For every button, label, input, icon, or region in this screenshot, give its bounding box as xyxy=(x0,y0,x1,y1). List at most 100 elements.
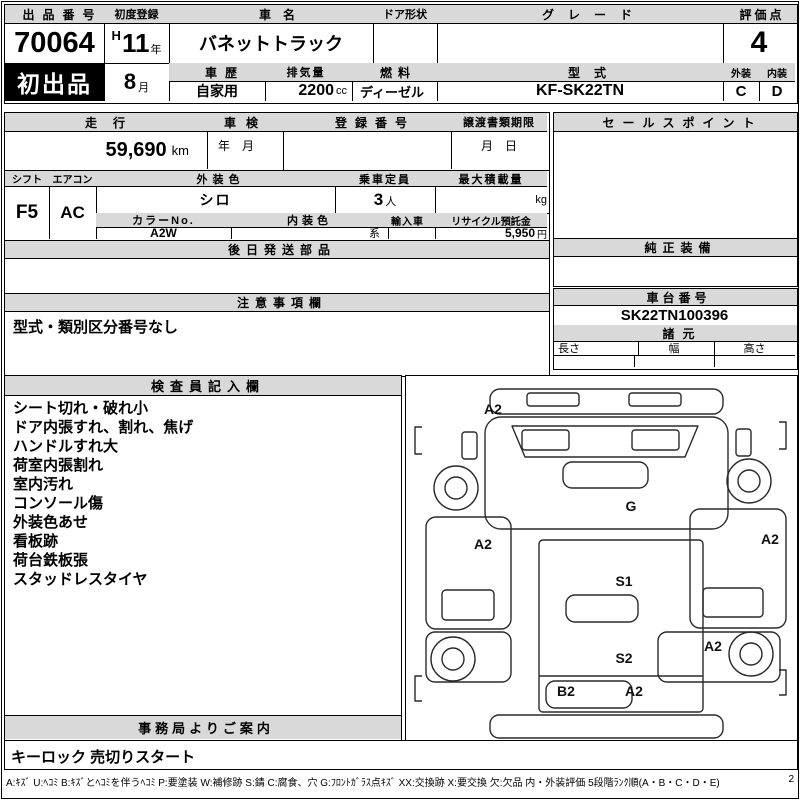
shift-value: F5 xyxy=(5,186,50,239)
capacity-label: 乗車定員 xyxy=(335,171,436,187)
damage-mark-front: A2 xyxy=(484,401,502,417)
deadline-label: 譲渡書類期限 xyxy=(451,113,547,132)
damage-mark-right-side: A2 xyxy=(761,531,779,547)
year-suffix: 年 xyxy=(150,44,162,56)
salespoint-content xyxy=(554,131,795,237)
displacement-value: 2200 cc xyxy=(265,81,353,101)
inspector-item: ハンドルすれ大 xyxy=(13,438,119,455)
later-parts-content xyxy=(5,258,547,292)
mileage-value: 59,690 km xyxy=(5,131,208,169)
displacement-label: 排気量 xyxy=(265,63,348,82)
first-reg-label: 初度登録 xyxy=(104,5,170,24)
inspector-section: 検査員記入欄 シート切れ・破れ小 ドア内張すれ、割れ、焦げ ハンドルすれ大 荷室… xyxy=(4,375,402,717)
aircon-label: エアコン xyxy=(49,171,97,187)
exterior-label: 外装 xyxy=(723,63,760,82)
recycle-label: リサイクル預託金 xyxy=(435,213,547,228)
office-section: 事務局よりご案内 xyxy=(4,715,402,742)
damage-mark-windshield: G xyxy=(625,498,637,514)
fuel-value: ディーゼル xyxy=(347,81,438,101)
later-parts-title: 後日発送部品 xyxy=(5,241,549,259)
spec-section: シフト エアコン 外装色 乗車定員 最大積載量 F5 AC シロ 3 人 kg … xyxy=(4,170,550,242)
era-code: H xyxy=(111,28,121,43)
footer-legend-row: A:ｷｽﾞ U:ﾍｺﾐ B:ｷｽﾞとﾍｺﾐを伴うﾍｺﾐ P:要塗装 W:補修跡 … xyxy=(6,774,794,789)
fuel-label: 燃料 xyxy=(347,63,444,82)
door-shape-label: ドア形状 xyxy=(373,5,438,24)
ext-color-value: シロ xyxy=(96,186,336,214)
regno-value xyxy=(283,131,452,169)
displacement-number: 2200 xyxy=(298,82,334,99)
office-content: キーロック 売切りスタート xyxy=(11,749,196,766)
inspector-item: スタッドレスタイヤ xyxy=(13,571,148,588)
capacity-unit: 人 xyxy=(385,196,397,208)
width-label: 幅 xyxy=(634,341,715,356)
model-value: KF-SK22TN xyxy=(437,81,724,101)
interior-value: D xyxy=(771,82,783,100)
shift-label: シフト xyxy=(5,171,50,187)
first-reg-year: H 11 年 xyxy=(104,23,170,64)
truck-top-view-diagram xyxy=(414,388,787,739)
office-title: 事務局よりご案内 xyxy=(5,716,401,739)
salespoint-label: セールスポイント xyxy=(554,113,797,132)
deadline-value: 月 日 xyxy=(480,139,517,153)
chassis-title: 車台番号 xyxy=(554,289,797,306)
chassis-section: 車台番号 SK22TN100396 諸元 長さ 幅 高さ xyxy=(553,288,798,370)
car-name: バネットトラック xyxy=(169,23,374,64)
inspector-items: シート切れ・破れ小 ドア内張すれ、割れ、焦げ ハンドルすれ大 荷室内張割れ 室内… xyxy=(13,399,193,589)
reg-month: 8 xyxy=(123,69,137,94)
shaken-label: 車検 xyxy=(189,113,294,132)
car-name-label: 車名 xyxy=(169,5,386,24)
capacity-value: 3 人 xyxy=(335,186,436,214)
notes-content: 型式・類別区分番号なし xyxy=(13,319,179,336)
color-no-label: カラーNo. xyxy=(96,213,232,228)
int-color-value: 系 xyxy=(231,227,389,239)
color-no-value: A2W xyxy=(96,227,232,239)
displacement-unit: cc xyxy=(336,85,347,97)
chassis-value: SK22TN100396 xyxy=(554,305,795,326)
recycle-unit: 円 xyxy=(537,229,547,240)
notes-title: 注意事項欄 xyxy=(5,294,549,312)
inspector-item: 荷台鉄板張 xyxy=(13,552,89,569)
aircon-value: AC xyxy=(49,186,97,239)
damage-mark-tailgate-a2: A2 xyxy=(625,683,643,699)
first-reg-month: 8 月 xyxy=(104,63,170,101)
reg-year: 11 xyxy=(121,27,150,58)
damage-mark-right-rear: A2 xyxy=(704,638,722,654)
grade-label: グレード xyxy=(437,5,738,24)
later-parts-section: 後日発送部品 xyxy=(4,240,550,295)
inspector-item: シート切れ・破れ小 xyxy=(13,400,149,417)
inspector-item: 荷室内張割れ xyxy=(13,457,104,474)
import-label: 輸入車 xyxy=(380,213,436,228)
max-load-value: kg xyxy=(435,186,549,214)
inspector-item: ドア内張すれ、割れ、焦げ xyxy=(13,419,194,436)
diagram-section: A2 G A2 A2 S1 S2 A2 B2 A2 xyxy=(405,375,798,742)
history-value: 自家用 xyxy=(169,81,266,101)
score-label: 評価点 xyxy=(723,5,797,24)
ext-color-label: 外装色 xyxy=(96,171,341,187)
salespoint-section: セールスポイント xyxy=(553,112,798,240)
page-number: 2 xyxy=(788,774,794,785)
model-label: 型式 xyxy=(437,63,738,82)
mileage-unit: km xyxy=(171,142,189,158)
mileage-label: 走行 xyxy=(5,113,206,132)
mileage-section: 走行 車検 登録番号 譲渡書類期限 59,690 km 年 月 月 日 xyxy=(4,112,550,172)
mileage-number: 59,690 xyxy=(105,138,167,161)
inspector-item: 外装色あせ xyxy=(13,514,89,531)
damage-mark-left-side: A2 xyxy=(474,536,492,552)
height-label: 高さ xyxy=(714,341,795,356)
inspector-item: 看板跡 xyxy=(13,533,59,550)
first-exhibit-badge: 初出品 xyxy=(5,63,105,101)
month-suffix: 月 xyxy=(138,82,150,94)
regno-label: 登録番号 xyxy=(283,113,460,132)
footer-legend: A:ｷｽﾞ U:ﾍｺﾐ B:ｷｽﾞとﾍｺﾐを伴うﾍｺﾐ P:要塗装 W:補修跡 … xyxy=(6,778,720,789)
genuine-section: 純正装備 xyxy=(553,238,798,287)
width-value xyxy=(634,355,715,367)
grade-value xyxy=(437,23,724,64)
max-load-label: 最大積載量 xyxy=(435,171,547,187)
dimensions-title: 諸元 xyxy=(554,325,797,342)
height-value xyxy=(714,355,795,367)
damage-mark-bed-rear: S2 xyxy=(615,650,633,666)
capacity-number: 3 xyxy=(373,189,384,209)
history-label: 車歴 xyxy=(169,63,274,82)
